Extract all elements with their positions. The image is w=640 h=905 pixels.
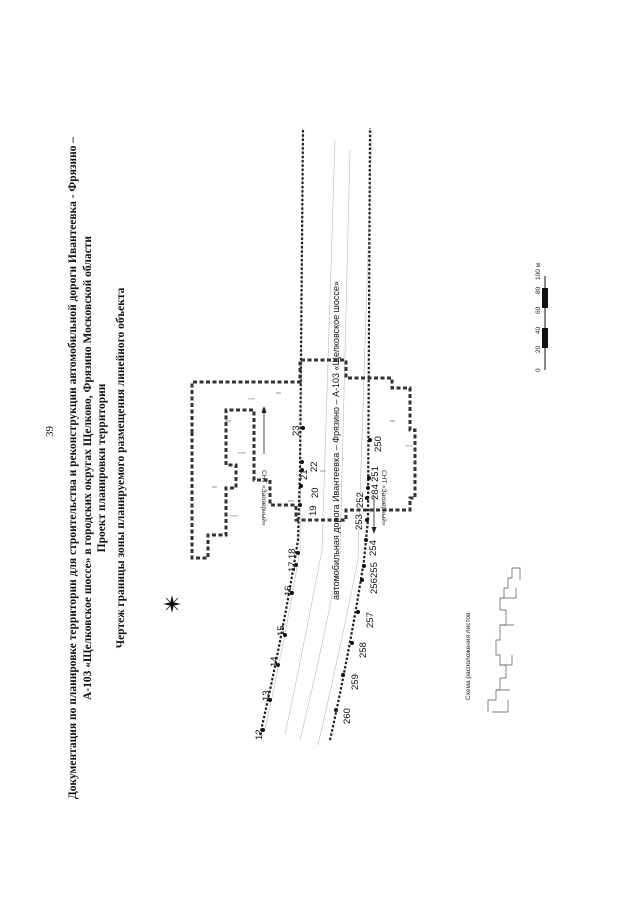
label-284: 284 xyxy=(370,484,381,500)
label-257: 257 xyxy=(365,612,376,628)
label-254: 254 xyxy=(368,540,379,556)
point-252 xyxy=(365,496,369,500)
label-250: 250 xyxy=(373,436,384,452)
label-16: 16 xyxy=(283,585,294,596)
point-260 xyxy=(334,708,338,712)
scale-tick-20: 20 xyxy=(535,345,542,353)
upper-point-labels: 12 13 14 15 16 17 18 19 20 21 22 23 xyxy=(254,425,321,740)
point-15 xyxy=(283,633,287,637)
point-255 xyxy=(362,564,366,568)
scale-bar: 0 20 40 60 80 100 м xyxy=(535,262,548,372)
snt-bottom-label: СНТ «Заозерный» xyxy=(380,470,388,526)
point-13 xyxy=(268,698,272,702)
label-256: 256 xyxy=(369,578,380,594)
point-19 xyxy=(298,503,302,507)
label-258: 258 xyxy=(358,642,369,658)
point-256 xyxy=(360,578,364,582)
label-19: 19 xyxy=(308,505,319,516)
label-252: 252 xyxy=(355,492,366,508)
scale-tick-0: 0 xyxy=(535,368,542,372)
point-257 xyxy=(356,610,360,614)
label-259: 259 xyxy=(350,674,361,690)
lower-boundary-line xyxy=(328,127,372,741)
point-21 xyxy=(300,468,304,472)
inset-sheet-layout xyxy=(487,567,521,713)
north-arrow-icon xyxy=(163,595,181,613)
point-284 xyxy=(366,486,370,490)
label-17: 17 xyxy=(287,561,298,572)
snt-bottom: СНТ «Заозерный» xyxy=(371,470,388,534)
label-22: 22 xyxy=(309,461,320,472)
point-18 xyxy=(296,551,300,555)
snt-top-label: СНТ «Заозерный» xyxy=(260,470,268,526)
label-255: 255 xyxy=(369,562,380,578)
point-254 xyxy=(364,538,368,542)
lower-point-labels: 260 259 258 257 256 255 254 253 252 284 … xyxy=(342,436,384,724)
scale-tick-80: 80 xyxy=(535,286,542,294)
zone-boundary xyxy=(190,358,417,560)
label-260: 260 xyxy=(342,708,353,724)
label-13: 13 xyxy=(261,690,272,701)
road-corridor xyxy=(264,129,373,746)
scale-tick-100: 100 м xyxy=(535,262,542,280)
road-label: автомобильная дорога Ивантеевка – Фрязин… xyxy=(331,281,341,600)
scale-tick-60: 60 xyxy=(535,306,542,314)
point-253 xyxy=(365,518,369,522)
point-251 xyxy=(367,476,371,480)
point-259 xyxy=(341,673,345,677)
label-251: 251 xyxy=(370,466,381,482)
point-17 xyxy=(294,563,298,567)
point-20 xyxy=(299,484,303,488)
label-14: 14 xyxy=(269,656,280,667)
point-258 xyxy=(350,641,354,645)
point-22 xyxy=(300,460,304,464)
label-23: 23 xyxy=(291,425,302,436)
label-18: 18 xyxy=(287,548,298,559)
label-253: 253 xyxy=(354,514,365,530)
point-16 xyxy=(290,591,294,595)
lower-points xyxy=(334,438,372,712)
snt-top: СНТ «Заозерный» xyxy=(260,406,268,526)
label-20: 20 xyxy=(310,487,321,498)
label-12: 12 xyxy=(254,729,265,740)
scale-tick-40: 40 xyxy=(535,326,542,334)
upper-points xyxy=(261,426,305,732)
label-21: 21 xyxy=(299,469,310,480)
point-250 xyxy=(368,438,372,442)
inset-title: Схема расположения листов xyxy=(465,612,472,700)
point-23 xyxy=(301,426,305,430)
label-15: 15 xyxy=(276,625,287,636)
point-14 xyxy=(276,663,280,667)
point-12 xyxy=(261,728,265,732)
